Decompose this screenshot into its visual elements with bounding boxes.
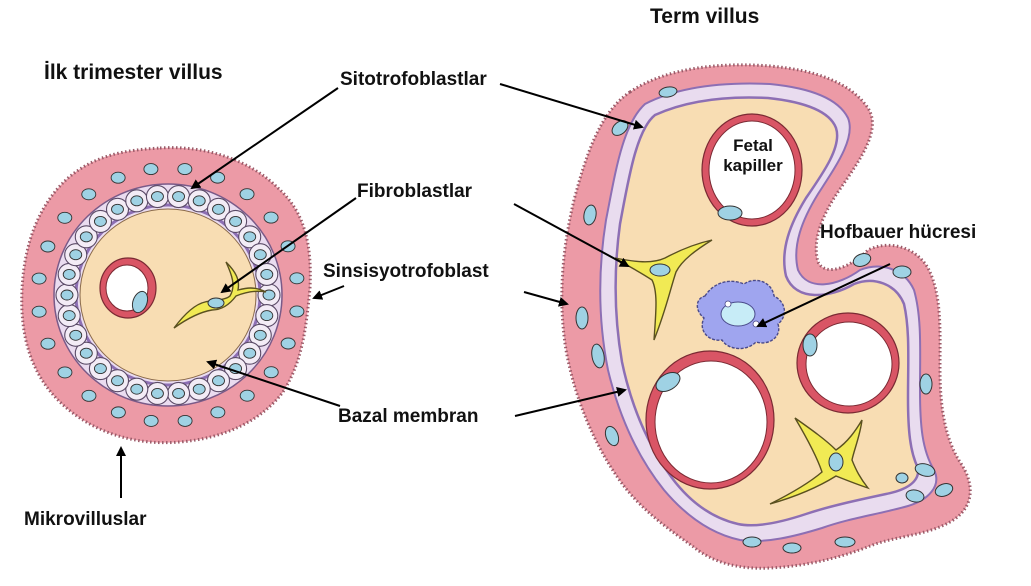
cell-nucleus	[80, 348, 92, 358]
syncytial-nucleus	[290, 306, 304, 317]
cell-nucleus	[94, 216, 106, 226]
syncytial-nucleus	[896, 473, 908, 483]
cell-nucleus	[151, 388, 163, 398]
syncytial-nucleus	[783, 543, 801, 553]
syncytial-nucleus	[240, 189, 254, 200]
syncytial-nucleus	[920, 374, 932, 394]
syncytial-nucleus	[893, 266, 911, 278]
cell-nucleus	[112, 376, 124, 386]
syncytial-nucleus	[41, 241, 55, 252]
cell-nucleus	[63, 311, 75, 321]
first-trimester-fetal-capillary	[100, 258, 156, 318]
fetal-capillary-label-line1: Fetal	[722, 136, 784, 156]
cell-nucleus	[112, 204, 124, 214]
cell-nucleus	[173, 192, 185, 202]
cell-nucleus	[254, 330, 266, 340]
cell-nucleus	[193, 196, 205, 206]
arrow-syncytio-left	[314, 286, 344, 298]
first-trimester-title: İlk trimester villus	[44, 62, 223, 83]
arrow-cytotrophoblast-left	[192, 88, 338, 188]
syncytial-nucleus	[111, 172, 125, 183]
syncytial-nucleus	[58, 367, 72, 378]
syncytial-nucleus	[211, 407, 225, 418]
syncytial-nucleus	[82, 390, 96, 401]
syncytial-nucleus	[743, 537, 761, 547]
hofbauer-cell-label: Hofbauer hücresi	[820, 223, 976, 242]
syncytial-nucleus	[32, 306, 46, 317]
cell-nucleus	[244, 348, 256, 358]
syncytial-nucleus	[82, 189, 96, 200]
cell-nucleus	[70, 330, 82, 340]
cell-nucleus	[63, 269, 75, 279]
syncytial-nucleus	[32, 273, 46, 284]
cell-nucleus	[131, 384, 143, 394]
syncytial-nucleus	[144, 164, 158, 175]
cell-nucleus	[213, 204, 225, 214]
syncytial-nucleus	[240, 390, 254, 401]
fibroblasts-label: Fibroblastlar	[357, 182, 472, 201]
hofbauer-cell	[697, 280, 784, 348]
cell-nucleus	[230, 216, 242, 226]
arrow-syncytio-right	[524, 292, 567, 304]
basal-membrane-label: Bazal membran	[338, 407, 478, 426]
syncytial-nucleus	[290, 273, 304, 284]
cytotrophoblasts-label: Sitotrofoblastlar	[340, 70, 487, 89]
syncytial-nucleus	[58, 212, 72, 223]
fetal-capillary-label-line2: kapiller	[722, 156, 784, 176]
syncytial-nucleus	[264, 367, 278, 378]
cell-nucleus	[61, 290, 73, 300]
syncytial-nucleus	[576, 307, 588, 329]
cell-nucleus	[213, 376, 225, 386]
cell-nucleus	[94, 364, 106, 374]
first-trimester-villus	[22, 148, 311, 443]
syncytial-nucleus	[281, 338, 295, 349]
cell-nucleus	[261, 311, 273, 321]
microvilli-label: Mikrovilluslar	[24, 510, 147, 529]
cell-nucleus	[70, 250, 82, 260]
cell-nucleus	[131, 196, 143, 206]
cell-nucleus	[151, 192, 163, 202]
syncytial-nucleus	[835, 537, 855, 547]
term-capillary-right	[797, 313, 899, 413]
syncytial-nucleus	[144, 415, 158, 426]
cell-nucleus	[193, 384, 205, 394]
syncytial-nucleus	[264, 212, 278, 223]
syncytial-nucleus	[178, 164, 192, 175]
syncytiotrophoblast-label: Sinsisyotrofoblast	[323, 262, 489, 281]
term-villus-title: Term villus	[650, 6, 759, 27]
term-capillary-bottom	[646, 351, 774, 489]
syncytial-nucleus	[178, 415, 192, 426]
cell-nucleus	[244, 232, 256, 242]
cell-nucleus	[254, 250, 266, 260]
syncytial-nucleus	[41, 338, 55, 349]
cell-nucleus	[173, 388, 185, 398]
syncytial-nucleus	[111, 407, 125, 418]
fetal-capillary-label: Fetal kapiller	[722, 136, 784, 175]
cell-nucleus	[80, 232, 92, 242]
cell-nucleus	[261, 269, 273, 279]
